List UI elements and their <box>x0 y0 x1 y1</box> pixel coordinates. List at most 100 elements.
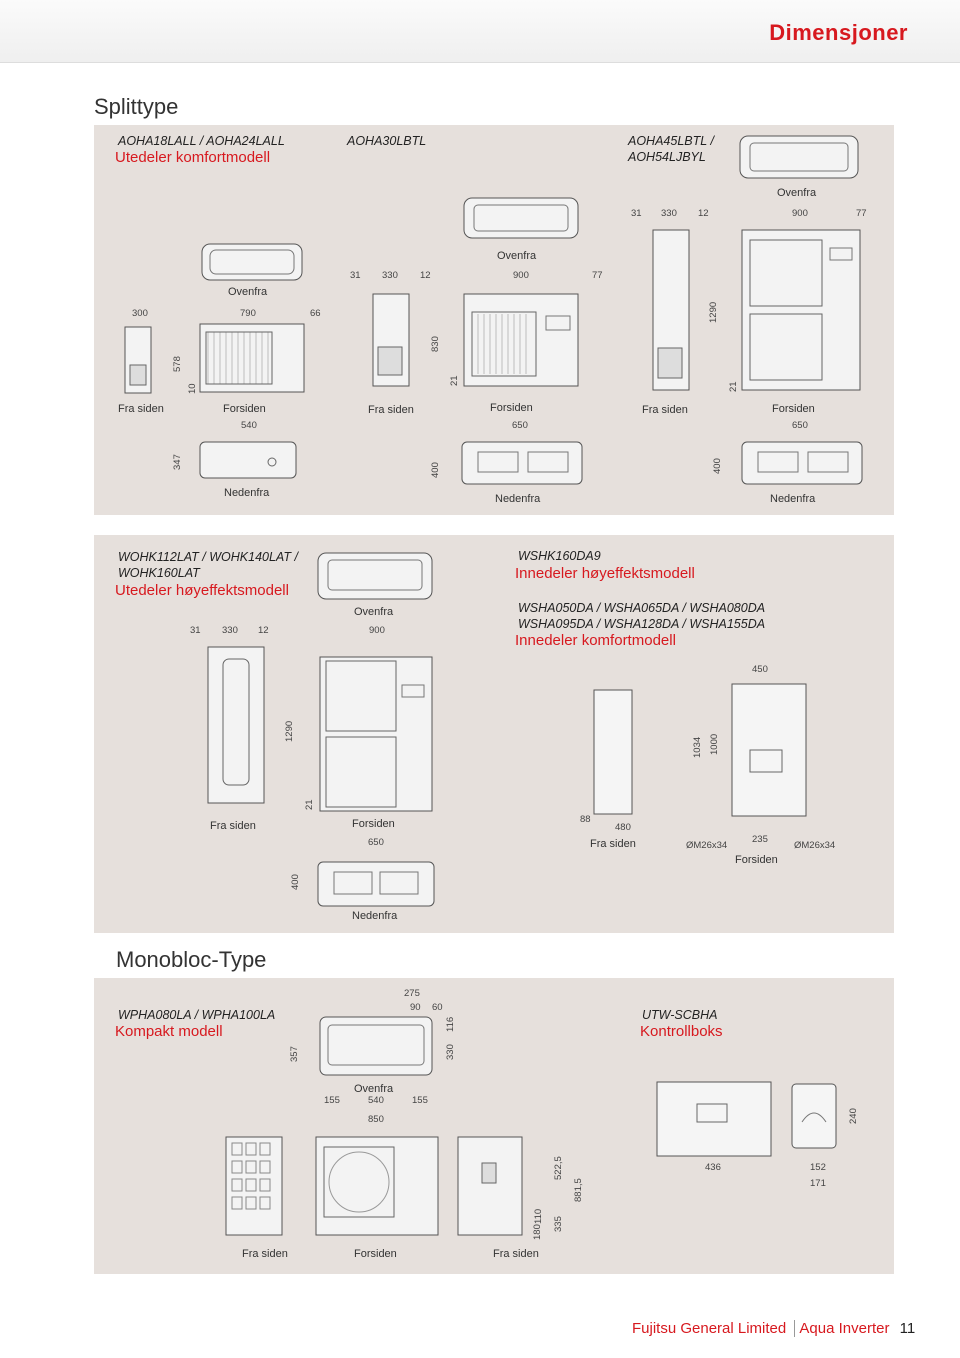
label-ovenfra-wpha: Ovenfra <box>354 1083 394 1095</box>
dim-540-wpha: 540 <box>368 1095 384 1106</box>
dim-450: 450 <box>752 664 768 675</box>
drawing-wpha-top <box>319 1016 433 1076</box>
label-fra-siden-c: Fra siden <box>642 404 688 416</box>
drawing-unit-b-front <box>463 293 579 387</box>
drawing-wohk-side <box>207 646 265 804</box>
dim-330-mono: 330 <box>445 1044 456 1060</box>
label-forsiden-wpha: Forsiden <box>354 1248 397 1260</box>
dim-m26-right: ØM26x34 <box>794 840 836 851</box>
dim-522: 522,5 <box>553 1156 564 1180</box>
header-bar <box>0 0 960 63</box>
dim-77-c: 77 <box>856 208 867 219</box>
dim-12-b: 12 <box>420 270 431 281</box>
model-wsha-line2: WSHA095DA / WSHA128DA / WSHA155DA <box>518 617 766 631</box>
subtitle-utedeler-komfort: Utedeler komfortmodell <box>115 149 271 166</box>
dim-155-right: 155 <box>412 1095 428 1106</box>
dim-330-wohk: 330 <box>222 625 238 636</box>
label-ovenfra-c: Ovenfra <box>777 187 817 199</box>
dim-900-b: 900 <box>513 270 529 281</box>
dim-116: 116 <box>445 1016 456 1032</box>
section-title-monobloc: Monobloc-Type <box>116 947 267 972</box>
drawing-wohk-bottom <box>317 861 435 907</box>
dim-850: 850 <box>368 1114 384 1125</box>
dim-21-c: 21 <box>728 381 739 392</box>
dim-881: 881,5 <box>573 1178 584 1202</box>
dim-m26-left: ØM26x34 <box>686 840 728 851</box>
dim-650-b: 650 <box>512 420 528 431</box>
drawing-unit-c-front <box>741 229 861 391</box>
footer-product: Aqua Inverter <box>799 1320 890 1337</box>
dim-900-c: 900 <box>792 208 808 219</box>
subtitle-innedeler-komfort: Innedeler komfortmodell <box>515 632 676 649</box>
dim-21-b: 21 <box>449 375 460 386</box>
dim-480: 480 <box>615 822 631 833</box>
subtitle-kompakt: Kompakt modell <box>115 1023 223 1040</box>
model-wohk-line1: WOHK112LAT / WOHK140LAT / <box>118 550 298 564</box>
dim-400-c: 400 <box>712 458 723 474</box>
page-number: 11 <box>899 1320 916 1337</box>
dim-1290-wohk: 1290 <box>284 720 295 742</box>
dim-171: 171 <box>810 1178 826 1189</box>
model-wohk-line2: WOHK160LAT <box>118 566 200 580</box>
dim-60: 60 <box>432 1002 443 1013</box>
label-ovenfra-b: Ovenfra <box>497 250 537 262</box>
drawing-wohk-top <box>317 552 433 600</box>
label-fra-siden-wsh: Fra siden <box>590 838 636 850</box>
label-fra-siden-a: Fra siden <box>118 403 164 415</box>
dim-330-b: 330 <box>382 270 398 281</box>
page-title: Dimensjoner <box>769 20 908 45</box>
label-nedenfra-a: Nedenfra <box>224 487 270 499</box>
drawing-unit-c-top <box>739 135 859 179</box>
label-forsiden-wohk: Forsiden <box>352 818 395 830</box>
dim-578: 578 <box>172 356 183 372</box>
dim-12-wohk: 12 <box>258 625 269 636</box>
drawing-wsh-side <box>593 689 633 815</box>
drawing-unit-a-front <box>199 323 305 393</box>
subtitle-kontrollboks: Kontrollboks <box>640 1023 723 1040</box>
model-utw-scbha: UTW-SCBHA <box>642 1008 718 1022</box>
dim-31-c: 31 <box>631 208 642 219</box>
dim-540: 540 <box>241 420 257 431</box>
dim-110: 110 <box>533 1208 544 1224</box>
footer: Fujitsu General Limited Aqua Inverter 11 <box>632 1320 915 1337</box>
label-fra-siden-wohk: Fra siden <box>210 820 256 832</box>
label-fra-siden-wpha-2: Fra siden <box>493 1248 539 1260</box>
label-fra-siden-wpha-1: Fra siden <box>242 1248 288 1260</box>
section-title-splittype: Splittype <box>94 94 179 119</box>
drawing-unit-a-bottom <box>199 441 297 479</box>
label-fra-siden-b: Fra siden <box>368 404 414 416</box>
drawing-unit-a-top <box>201 243 303 281</box>
dim-235: 235 <box>752 834 768 845</box>
drawing-kontrollboks-side <box>791 1083 837 1149</box>
dim-275: 275 <box>404 988 420 999</box>
dim-900-wohk: 900 <box>369 625 385 636</box>
drawing-unit-a-side <box>124 326 152 394</box>
drawing-wpha-side2 <box>457 1136 523 1236</box>
label-nedenfra-wohk: Nedenfra <box>352 910 398 922</box>
subtitle-innedeler-hoyeffekt: Innedeler høyeffektsmodell <box>515 565 695 582</box>
drawing-unit-c-bottom <box>741 441 863 485</box>
dim-790: 790 <box>240 308 256 319</box>
drawing-wohk-front <box>319 656 433 812</box>
drawing-unit-c-side <box>652 229 690 391</box>
label-ovenfra-wohk: Ovenfra <box>354 606 394 618</box>
dim-12-c: 12 <box>698 208 709 219</box>
label-nedenfra-b: Nedenfra <box>495 493 541 505</box>
dim-240: 240 <box>848 1108 859 1124</box>
dim-300: 300 <box>132 308 148 319</box>
model-wshk160: WSHK160DA9 <box>518 549 601 563</box>
dim-400-b: 400 <box>430 462 441 478</box>
label-ovenfra-a: Ovenfra <box>228 286 268 298</box>
dim-77-b: 77 <box>592 270 603 281</box>
dim-66: 66 <box>310 308 321 319</box>
label-forsiden-a: Forsiden <box>223 403 266 415</box>
drawing-kontrollboks-front <box>656 1081 772 1157</box>
dim-1000: 1000 <box>709 733 720 755</box>
model-aoha45-line2: AOH54LJBYL <box>628 150 706 164</box>
label-forsiden-wsh: Forsiden <box>735 854 778 866</box>
dim-152: 152 <box>810 1162 826 1173</box>
drawing-unit-b-side <box>372 293 410 387</box>
dim-31-b: 31 <box>350 270 361 281</box>
dim-650-c: 650 <box>792 420 808 431</box>
subtitle-utedeler-hoyeffekt: Utedeler høyeffektsmodell <box>115 582 289 599</box>
